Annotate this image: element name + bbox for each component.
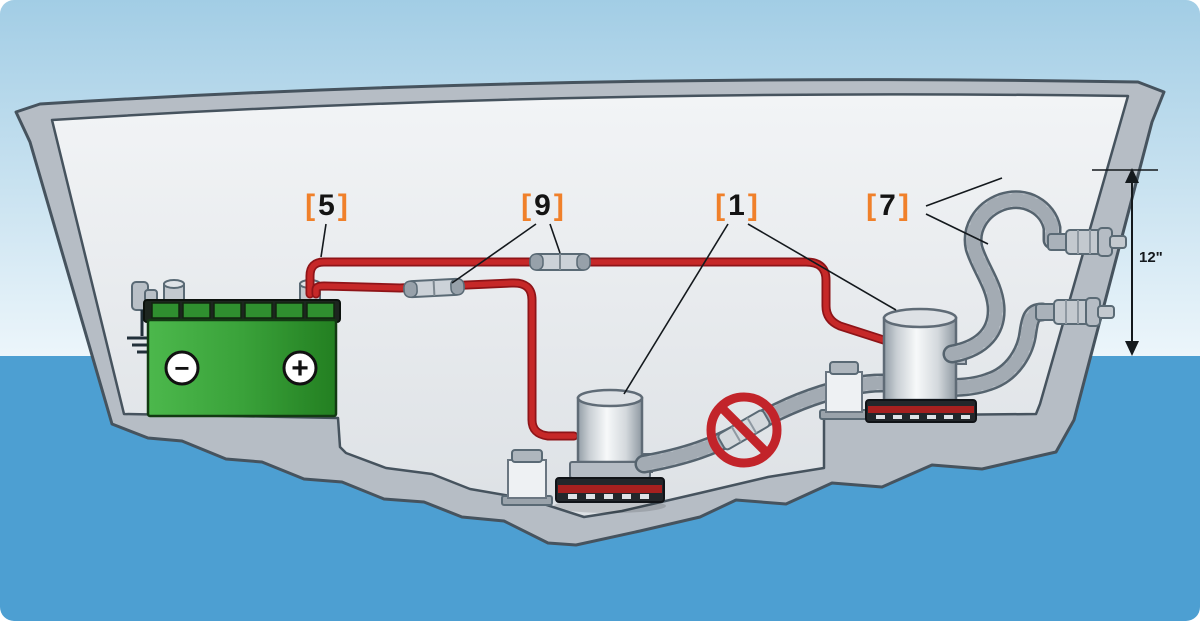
- callout-1-close-bracket: ]: [747, 189, 759, 222]
- battery-positive-symbol: [282, 350, 318, 386]
- pump-motor-top-aft: [882, 307, 958, 329]
- callout-9-open-bracket: [: [521, 189, 533, 222]
- callout-5: [5]: [303, 189, 351, 223]
- callout-1-open-bracket: [: [715, 189, 727, 222]
- callout-1: [1]: [713, 189, 761, 223]
- leader-callout-7b: [925, 213, 989, 245]
- discharge-hose-aft: [942, 190, 1062, 364]
- pump-motor-top: [576, 388, 644, 408]
- dimension-label: 12": [1139, 249, 1163, 266]
- pump-motor-body: [576, 396, 644, 464]
- leader-callout-9b: [549, 223, 561, 254]
- float-switch-aft: [819, 361, 869, 420]
- leader-lines: [320, 177, 1003, 395]
- battery-negative-symbol: [164, 350, 200, 386]
- callout-5-number: 5: [318, 189, 336, 222]
- fuse-holder-1: [403, 277, 465, 299]
- callout-7-close-bracket: ]: [898, 189, 910, 222]
- leader-callout-5: [320, 223, 327, 258]
- callout-7-open-bracket: [: [866, 189, 878, 222]
- pump-base-slots-aft: [876, 415, 970, 419]
- callout-7-number: 7: [879, 189, 897, 222]
- battery-positive-label: +: [291, 352, 309, 385]
- callout-7: [7]: [864, 189, 912, 223]
- pump-base-red-stripe-aft: [868, 406, 974, 413]
- pump-base-red-stripe: [558, 485, 662, 493]
- callout-5-open-bracket: [: [305, 189, 317, 222]
- dimension-arrow: 12": [1092, 168, 1163, 356]
- thru-hull-fitting-upper: [1047, 227, 1127, 257]
- bilge-pump-center: [501, 388, 666, 513]
- pump-base-slots: [568, 494, 649, 499]
- thru-hull-fitting-lower: [1035, 297, 1115, 327]
- battery-terminal-negative: [163, 279, 185, 303]
- leader-callout-7a: [925, 177, 1003, 207]
- fuse-holder-2: [529, 253, 591, 271]
- leader-callout-1b: [747, 223, 897, 311]
- callout-1-number: 1: [728, 189, 746, 222]
- callout-5-close-bracket: ]: [337, 189, 349, 222]
- callout-9-number: 9: [534, 189, 552, 222]
- battery-body: [146, 318, 338, 418]
- prohibition-icon: [706, 392, 782, 468]
- battery-negative-label: −: [174, 353, 189, 383]
- positive-wire-lower: [311, 278, 579, 441]
- leader-callout-9a: [451, 223, 537, 284]
- callout-9: [9]: [519, 189, 567, 223]
- float-switch-center: [501, 449, 553, 506]
- callout-9-close-bracket: ]: [553, 189, 565, 222]
- battery: − +: [143, 279, 341, 418]
- battery-cells: [151, 302, 335, 319]
- leader-callout-1a: [623, 223, 729, 395]
